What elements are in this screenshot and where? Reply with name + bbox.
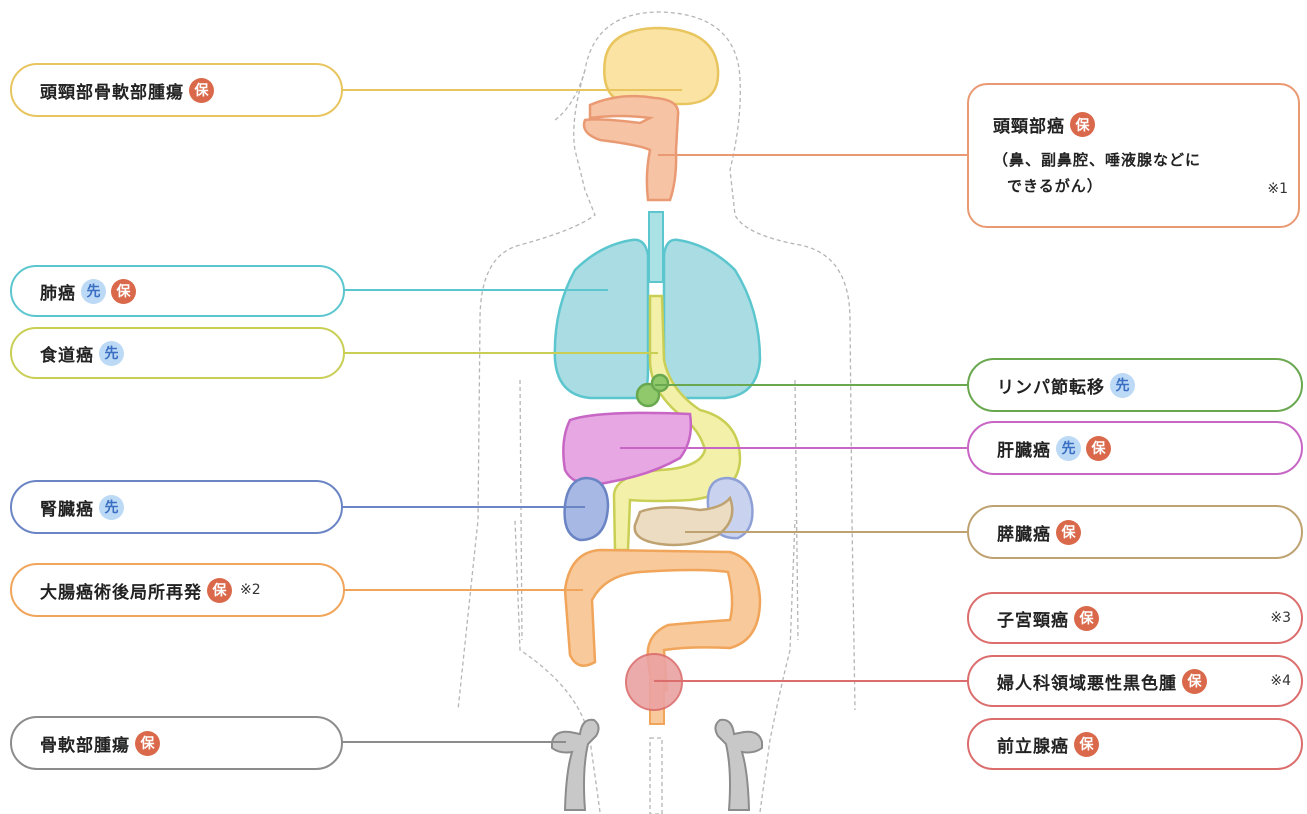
insurance-badge: 保 [1056,519,1081,545]
label-text: 子宮頸癌 [997,610,1069,631]
label-kidney: 腎臓癌 先 [10,480,343,534]
insurance-badge: 保 [1074,731,1099,757]
label-text: 骨軟部腫瘍 [40,735,130,756]
insurance-badge: 保 [1074,605,1099,631]
label-liver: 肝臓癌 先 保 [967,421,1303,475]
advanced-badge: 先 [81,278,106,304]
label-head-neck: 頭頸部癌 保 （鼻、副鼻腔、唾液腺などに できるがん） ※1 [967,83,1300,228]
label-text: 頭頸部骨軟部腫瘍 [40,82,184,103]
nasal-organ [582,94,680,202]
left-femur-organ [551,718,600,811]
left-kidney-organ [563,476,610,542]
advanced-badge: 先 [1110,372,1135,398]
label-lung: 肺癌 先 保 [10,265,345,317]
insurance-badge: 保 [207,577,232,603]
pancreas-organ [633,495,734,547]
label-subtext: （鼻、副鼻腔、唾液腺などに できるがん） [993,147,1201,199]
label-text: 大腸癌術後局所再発 [40,582,202,603]
insurance-badge: 保 [1086,435,1111,461]
label-prostate: 前立腺癌 保 [967,718,1303,770]
label-subtext-line2: できるがん） [1007,177,1103,195]
trachea-organ [648,211,664,283]
label-text: 前立腺癌 [997,736,1069,757]
label-text: リンパ節転移 [997,377,1105,398]
label-melanoma: 婦人科領域悪性黒色腫 保 ※4 [967,655,1303,707]
insurance-badge: 保 [1070,112,1095,137]
footnote-mark: ※2 [240,582,261,598]
label-text: 頭頸部癌 [993,117,1065,137]
left-lung-organ [553,238,650,400]
label-lymph: リンパ節転移 先 [967,358,1303,412]
advanced-badge: 先 [1056,435,1081,461]
label-cervical: 子宮頸癌 保 ※3 [967,592,1303,644]
label-text: 腎臓癌 [40,499,94,520]
label-text: 婦人科領域悪性黒色腫 [997,673,1177,694]
footnote-mark: ※1 [1267,181,1288,197]
right-femur-organ [714,718,763,811]
label-text: 肝臓癌 [997,440,1051,461]
insurance-badge: 保 [111,278,136,304]
brain-organ [603,26,720,106]
label-text: 肺癌 [40,283,76,304]
label-esophagus: 食道癌 先 [10,327,345,379]
right-lung-organ [662,238,762,400]
insurance-badge: 保 [189,77,214,103]
footnote-mark: ※4 [1270,673,1291,689]
lymph-node-organ-2 [650,373,670,393]
insurance-badge: 保 [135,730,160,756]
advanced-badge: 先 [99,340,124,366]
label-colorectal: 大腸癌術後局所再発 保 ※2 [10,563,345,617]
label-text: 膵臓癌 [997,524,1051,545]
label-bone-soft-tissue: 骨軟部腫瘍 保 [10,716,343,770]
advanced-badge: 先 [99,494,124,520]
connector-lines [342,89,968,743]
label-head-neck-bone-tumor: 頭頸部骨軟部腫瘍 保 [10,63,343,117]
footnote-mark: ※3 [1270,610,1291,626]
label-pancreas: 膵臓癌 保 [967,505,1303,559]
insurance-badge: 保 [1182,668,1207,694]
label-subtext-line1: （鼻、副鼻腔、唾液腺などに [993,151,1202,169]
label-text: 食道癌 [40,345,94,366]
